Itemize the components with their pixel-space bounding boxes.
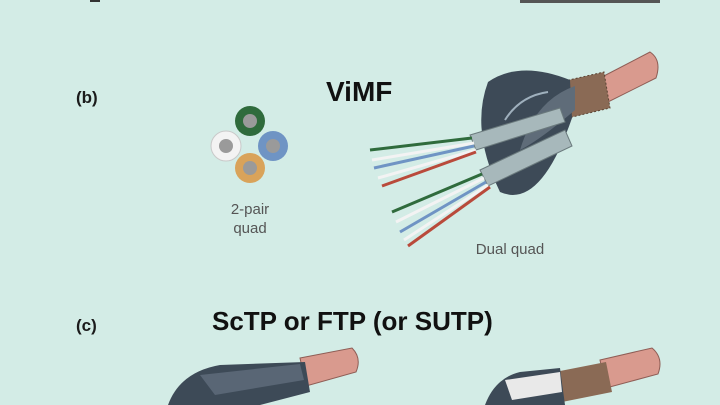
quad-caption-line2: quad <box>233 220 267 237</box>
quad-caption: 2-pair quad <box>210 200 290 238</box>
cutoff-text-fragment <box>90 0 100 2</box>
quad-conductor-icon <box>210 106 288 183</box>
section-c-title: ScTP or FTP (or SUTP) <box>212 306 493 336</box>
cutoff-text-fragment <box>520 0 660 3</box>
section-b-letter: (b) <box>76 88 98 107</box>
dual-quad-cable-icon <box>369 51 659 248</box>
dual-quad-caption: Dual quad <box>475 241 545 258</box>
sctp-cable-icon <box>168 347 661 405</box>
section-c-letter: (c) <box>76 316 97 335</box>
section-b-title: ViMF <box>326 76 393 107</box>
quad-caption-line1: 2-pair <box>230 201 270 218</box>
